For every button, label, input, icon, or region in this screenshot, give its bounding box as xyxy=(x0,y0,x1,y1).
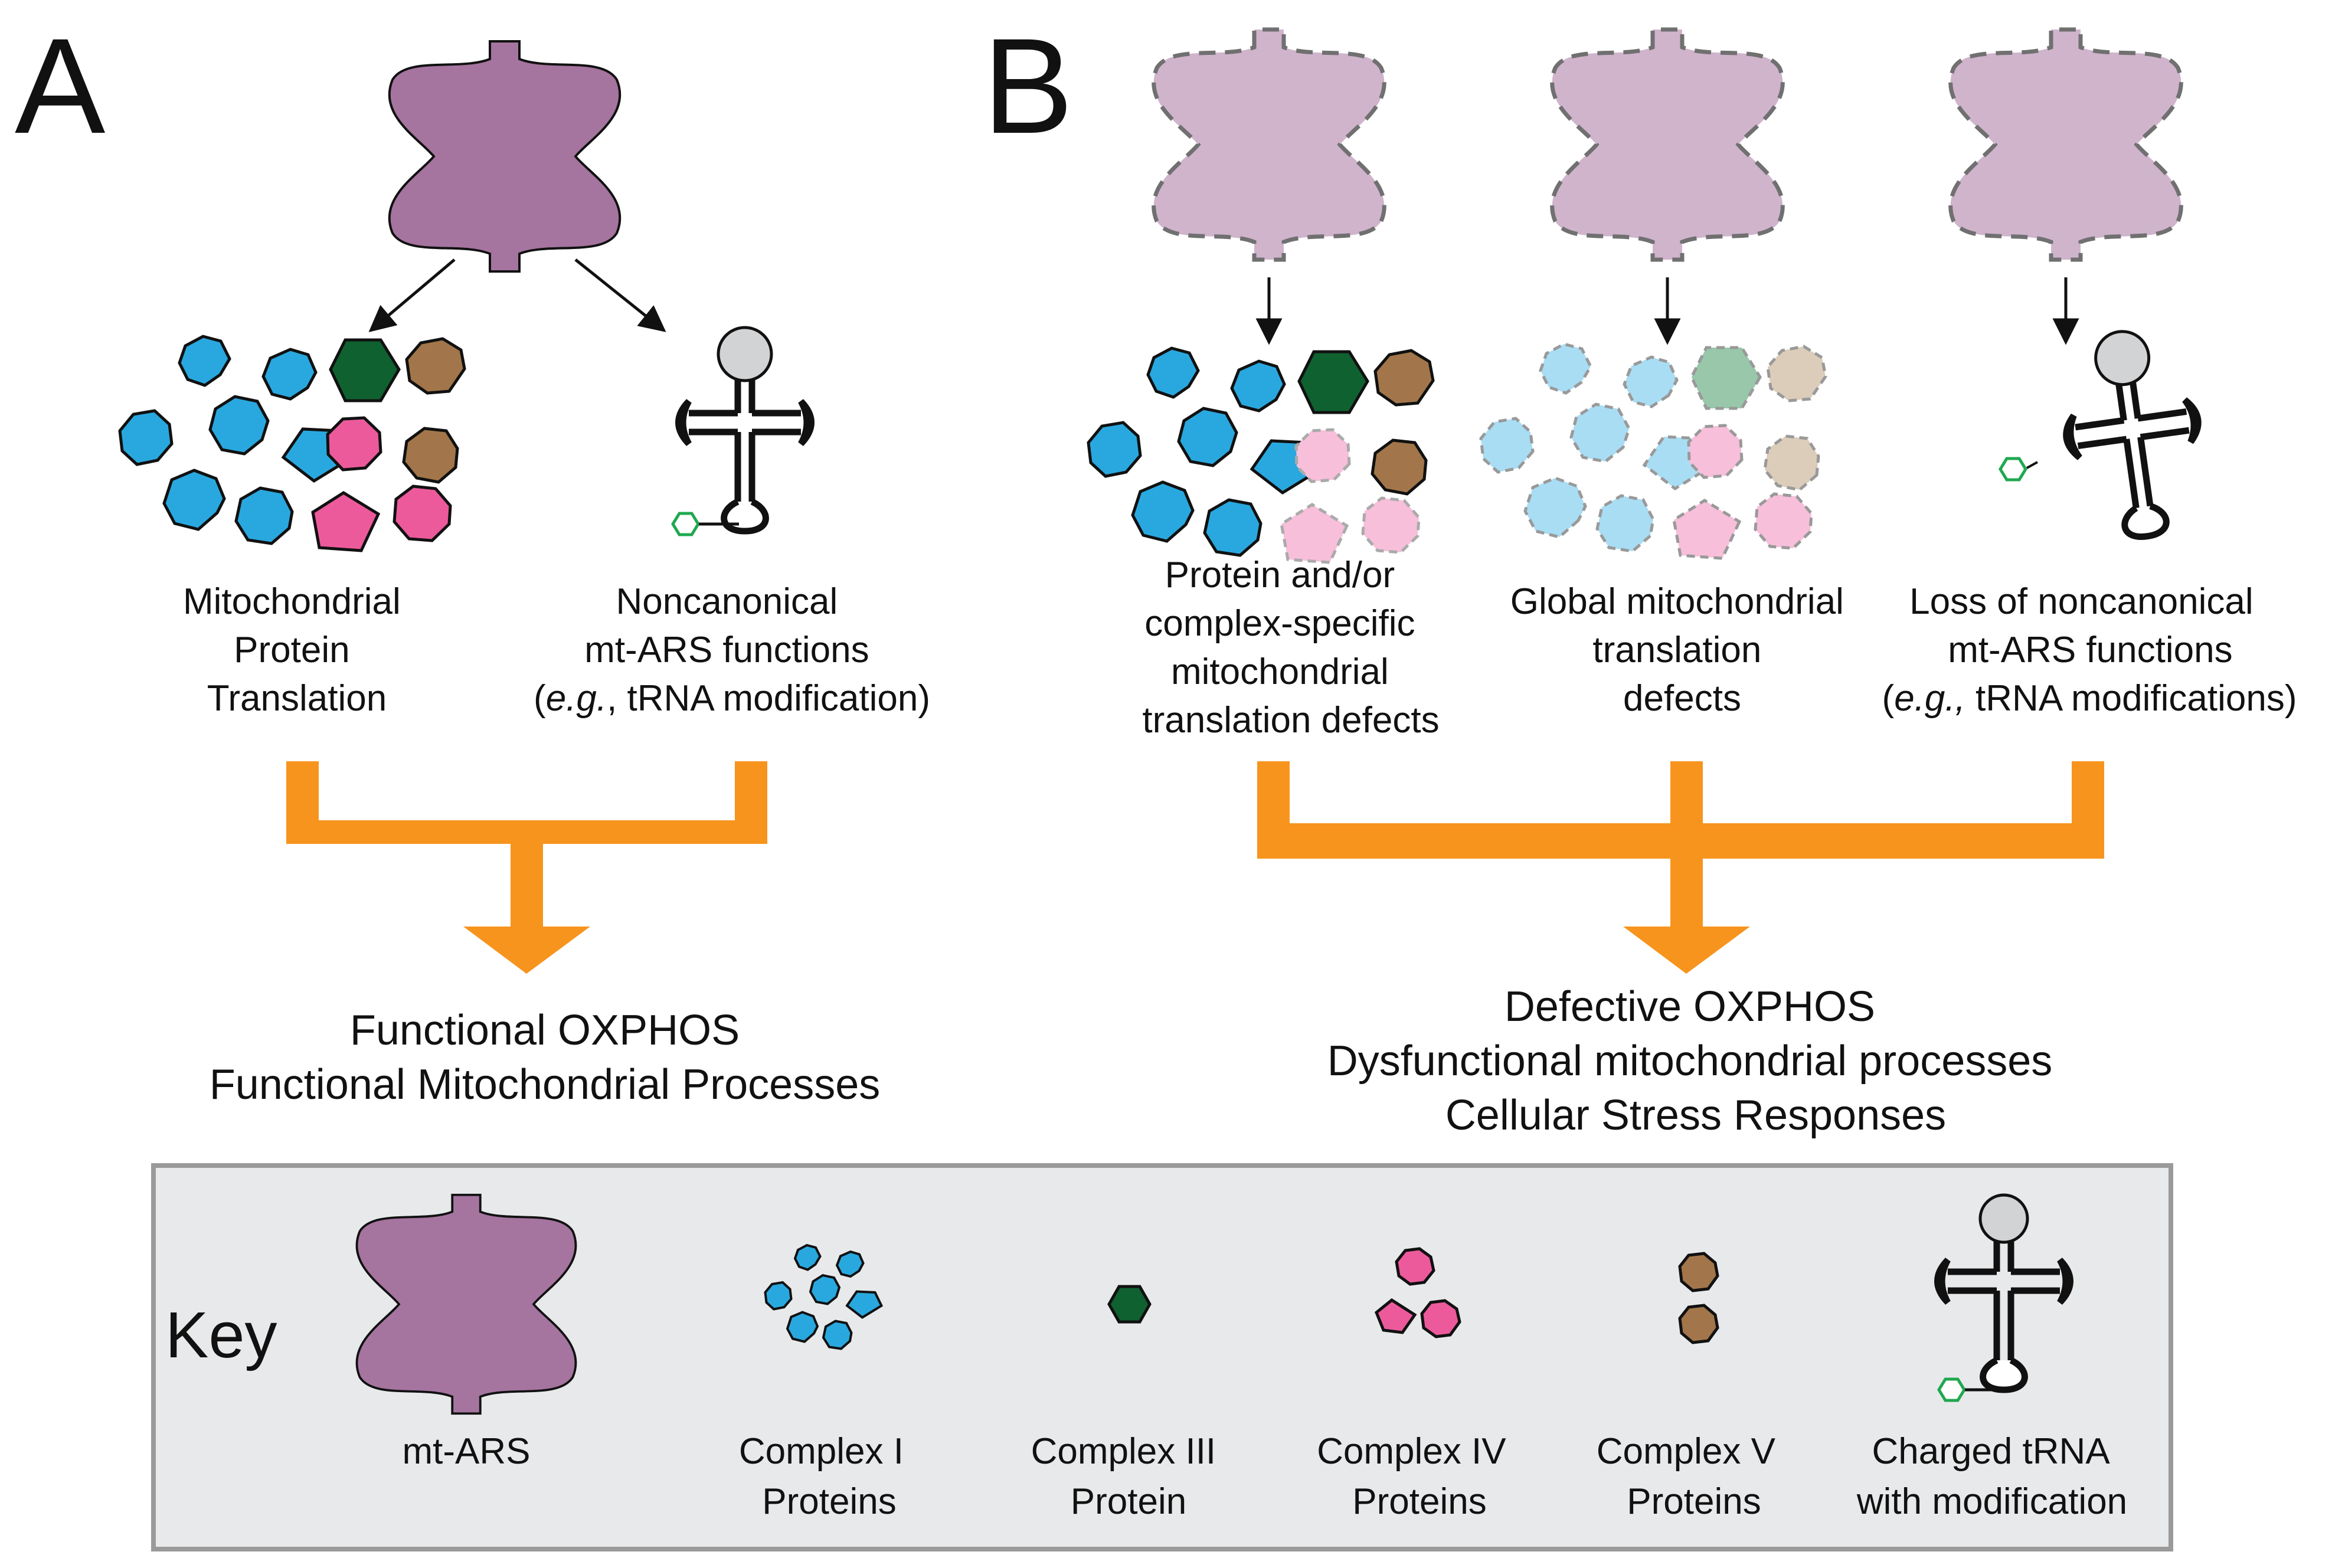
key-complex-iii-icon xyxy=(1107,1285,1152,1324)
key-title: Key xyxy=(165,1299,277,1371)
key-charged-trna-icon xyxy=(1937,1193,2071,1402)
complex-i-protein xyxy=(1177,407,1238,467)
modification-icon xyxy=(671,512,700,536)
key-legend: Key xyxy=(151,1163,2173,1551)
complex-i-protein xyxy=(1203,498,1263,557)
complex-i-protein xyxy=(1087,421,1142,478)
arrow-to-noncanonical xyxy=(574,258,666,332)
complex-v-protein xyxy=(1371,438,1428,496)
protein-cluster-partial-defect xyxy=(1087,346,1435,564)
arrow-to-translation xyxy=(368,258,456,332)
charged-trna-icon xyxy=(671,326,812,536)
complex-v-protein-faded xyxy=(1766,345,1827,402)
key-label-complex-i: Complex I Proteins xyxy=(739,1431,914,1522)
key-complex-v-icon xyxy=(1678,1252,1719,1344)
complex-iii-protein xyxy=(329,338,401,402)
complex-i-protein xyxy=(1131,480,1195,543)
complex-i-protein xyxy=(208,395,270,456)
complex-i-protein-faded xyxy=(1595,494,1655,553)
complex-iv-protein-faded xyxy=(1687,424,1744,479)
key-complex-i-icon xyxy=(764,1243,884,1350)
complex-iii-protein-faded xyxy=(1690,346,1762,410)
mt-ars-enzyme-faded xyxy=(1552,30,1783,260)
panel-letter-b: B xyxy=(983,10,1073,162)
orange-bracket-b xyxy=(1257,761,2104,859)
translation-label: Mitochondrial Protein Translation xyxy=(183,581,411,719)
global-defect-label: Global mitochondrial translation defects xyxy=(1510,581,1854,719)
complex-i-protein-faded xyxy=(1479,417,1535,474)
complex-i-protein xyxy=(1146,346,1200,399)
loss-noncanonical-label: Loss of noncanonical mt-ARS functions (e… xyxy=(1882,581,2297,719)
modification-icon-detached xyxy=(1999,457,2027,482)
protein-cluster-global-defect xyxy=(1479,342,1827,560)
complex-iv-protein-faded xyxy=(1294,428,1351,483)
trna-unmodified-icon xyxy=(1999,330,2213,545)
complex-i-protein-faded xyxy=(1523,476,1587,539)
complex-iii-protein xyxy=(1297,350,1369,414)
noncanonical-label: Noncanonical mt-ARS functions (e.g., tRN… xyxy=(534,581,930,719)
outcome-b: Defective OXPHOS Dysfunctional mitochond… xyxy=(1327,983,2065,1139)
orange-arrow-b xyxy=(1623,857,1750,974)
orange-arrow-a xyxy=(463,843,590,974)
mt-ars-enzyme-faded xyxy=(1154,30,1385,260)
key-complex-iv-icon xyxy=(1374,1247,1461,1338)
key-label-complex-iv: Complex IV Proteins xyxy=(1317,1431,1516,1522)
protein-cluster-functional xyxy=(118,335,466,552)
outcome-a: Functional OXPHOS Functional Mitochondri… xyxy=(210,1007,881,1108)
complex-i-protein-faded xyxy=(1539,342,1592,395)
mt-ars-enzyme xyxy=(388,40,622,273)
complex-iv-protein-faded xyxy=(1280,503,1349,564)
orange-bracket-a xyxy=(286,761,767,844)
panel-letter-a: A xyxy=(15,10,105,162)
complex-i-protein xyxy=(118,409,174,466)
key-label-charged-trna: Charged tRNA with modification xyxy=(1856,1431,2127,1522)
complex-i-protein xyxy=(178,335,231,387)
partial-defect-label: Protein and/or complex-specific mitochon… xyxy=(1142,555,1439,741)
complex-i-protein xyxy=(234,486,294,545)
complex-v-protein xyxy=(402,427,459,484)
complex-iv-protein-faded xyxy=(1361,496,1421,554)
complex-i-protein xyxy=(162,469,226,531)
complex-iv-protein xyxy=(393,485,452,542)
complex-i-protein xyxy=(261,348,318,401)
complex-i-protein-faded xyxy=(1623,355,1679,408)
complex-iv-protein xyxy=(311,491,381,552)
key-label-complex-v: Complex V Proteins xyxy=(1597,1431,1785,1522)
complex-i-protein-faded xyxy=(1569,402,1631,463)
complex-i-protein xyxy=(1230,359,1286,413)
mt-ars-enzyme-faded xyxy=(1951,30,2181,260)
key-label-complex-iii: Complex III Protein xyxy=(1031,1431,1226,1522)
complex-v-protein xyxy=(405,337,466,395)
complex-iv-protein-faded xyxy=(1754,492,1813,550)
key-label-mt-ars: mt-ARS xyxy=(403,1431,531,1472)
complex-v-protein xyxy=(1373,349,1435,407)
complex-iv-protein-faded xyxy=(1672,499,1742,560)
key-modification-icon xyxy=(1937,1377,1966,1402)
complex-v-protein-faded xyxy=(1763,434,1820,492)
complex-iv-protein xyxy=(326,416,382,472)
